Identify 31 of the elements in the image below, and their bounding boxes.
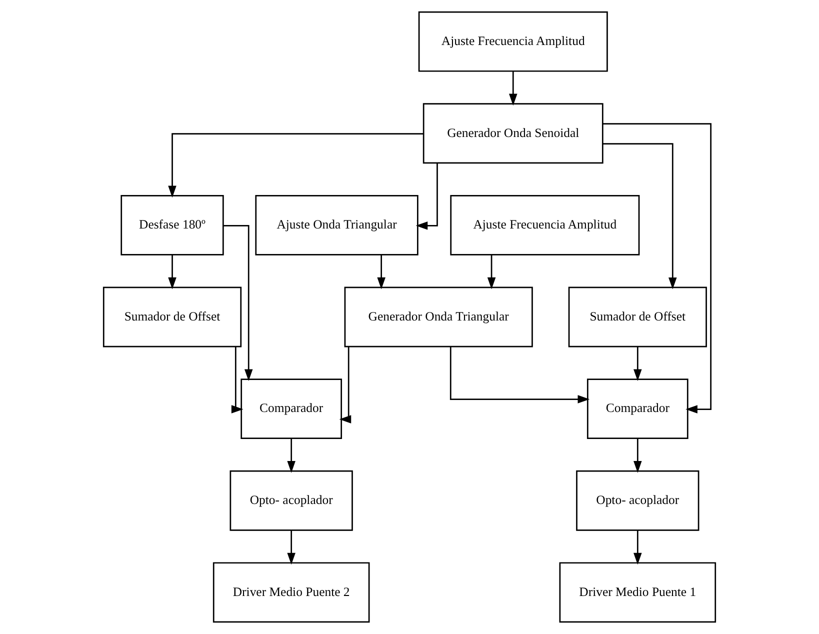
- arrow: [168, 133, 424, 198]
- node-box: Ajuste Frecuencia Amplitud: [450, 194, 640, 256]
- arrow: [450, 346, 590, 404]
- node-box: Opto- acoplador: [576, 470, 700, 531]
- arrow: [287, 438, 296, 473]
- arrow: [602, 123, 712, 414]
- node-box: Ajuste Onda Triangular: [255, 194, 418, 256]
- arrow: [339, 346, 352, 424]
- arrow: [508, 71, 518, 106]
- arrow: [377, 254, 386, 290]
- node-box: Opto- acoplador: [230, 470, 353, 531]
- arrow: [634, 530, 642, 565]
- arrow: [487, 254, 496, 290]
- node-box: Driver Medio Puente 2: [212, 562, 370, 623]
- node-box: Ajuste Frecuencia Amplitud: [418, 11, 608, 72]
- node-box: Comparador: [586, 378, 688, 440]
- node-box: Driver Medio Puente 1: [559, 562, 716, 623]
- arrow: [231, 346, 244, 414]
- arrow: [634, 438, 642, 473]
- arrow: [168, 254, 176, 290]
- node-box: Generador Onda Senoidal: [422, 103, 604, 164]
- arrow: [602, 143, 677, 290]
- node-box: Desfase 180º: [120, 194, 224, 256]
- arrow: [416, 163, 438, 230]
- node-box: Generador Onda Triangular: [344, 286, 533, 348]
- arrow: [634, 346, 642, 382]
- node-box: Sumador de Offset: [102, 286, 242, 348]
- arrow: [223, 224, 253, 382]
- node-box: Sumador de Offset: [568, 286, 707, 348]
- node-box: Comparador: [240, 378, 342, 440]
- arrow: [287, 530, 296, 565]
